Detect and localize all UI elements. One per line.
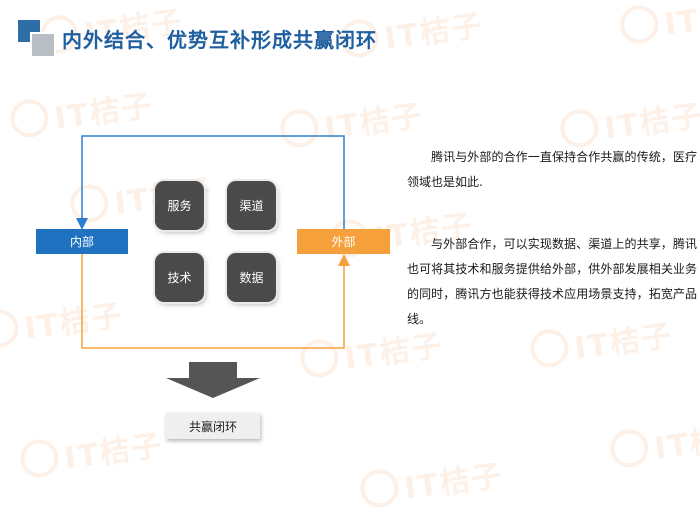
inner-node: 内部	[36, 229, 128, 254]
win-win-loop-node: 共赢闭环	[166, 413, 260, 439]
inner-to-outer-connector	[81, 254, 350, 349]
description-paragraph-1: 腾讯与外部的合作一直保持合作共赢的传统，医疗领域也是如此.	[407, 145, 697, 195]
paragraph-text: 腾讯与外部的合作一直保持合作共赢的传统，医疗领域也是如此.	[407, 150, 697, 189]
down-arrow-icon	[166, 362, 260, 398]
channel-tile: 渠道	[227, 181, 276, 230]
title-decoration-square	[30, 32, 56, 58]
outer-node: 外部	[297, 229, 390, 254]
service-tile: 服务	[155, 181, 204, 230]
description-paragraph-2: 与外部合作，可以实现数据、渠道上的共享，腾讯也可将其技术和服务提供给外部，供外部…	[407, 232, 697, 332]
outer-to-inner-connector	[76, 135, 345, 230]
page-title: 内外结合、优势互补形成共赢闭环	[62, 28, 377, 52]
data-tile: 数据	[227, 253, 276, 302]
paragraph-text: 与外部合作，可以实现数据、渠道上的共享，腾讯也可将其技术和服务提供给外部，供外部…	[407, 237, 697, 326]
technology-tile: 技术	[155, 253, 204, 302]
